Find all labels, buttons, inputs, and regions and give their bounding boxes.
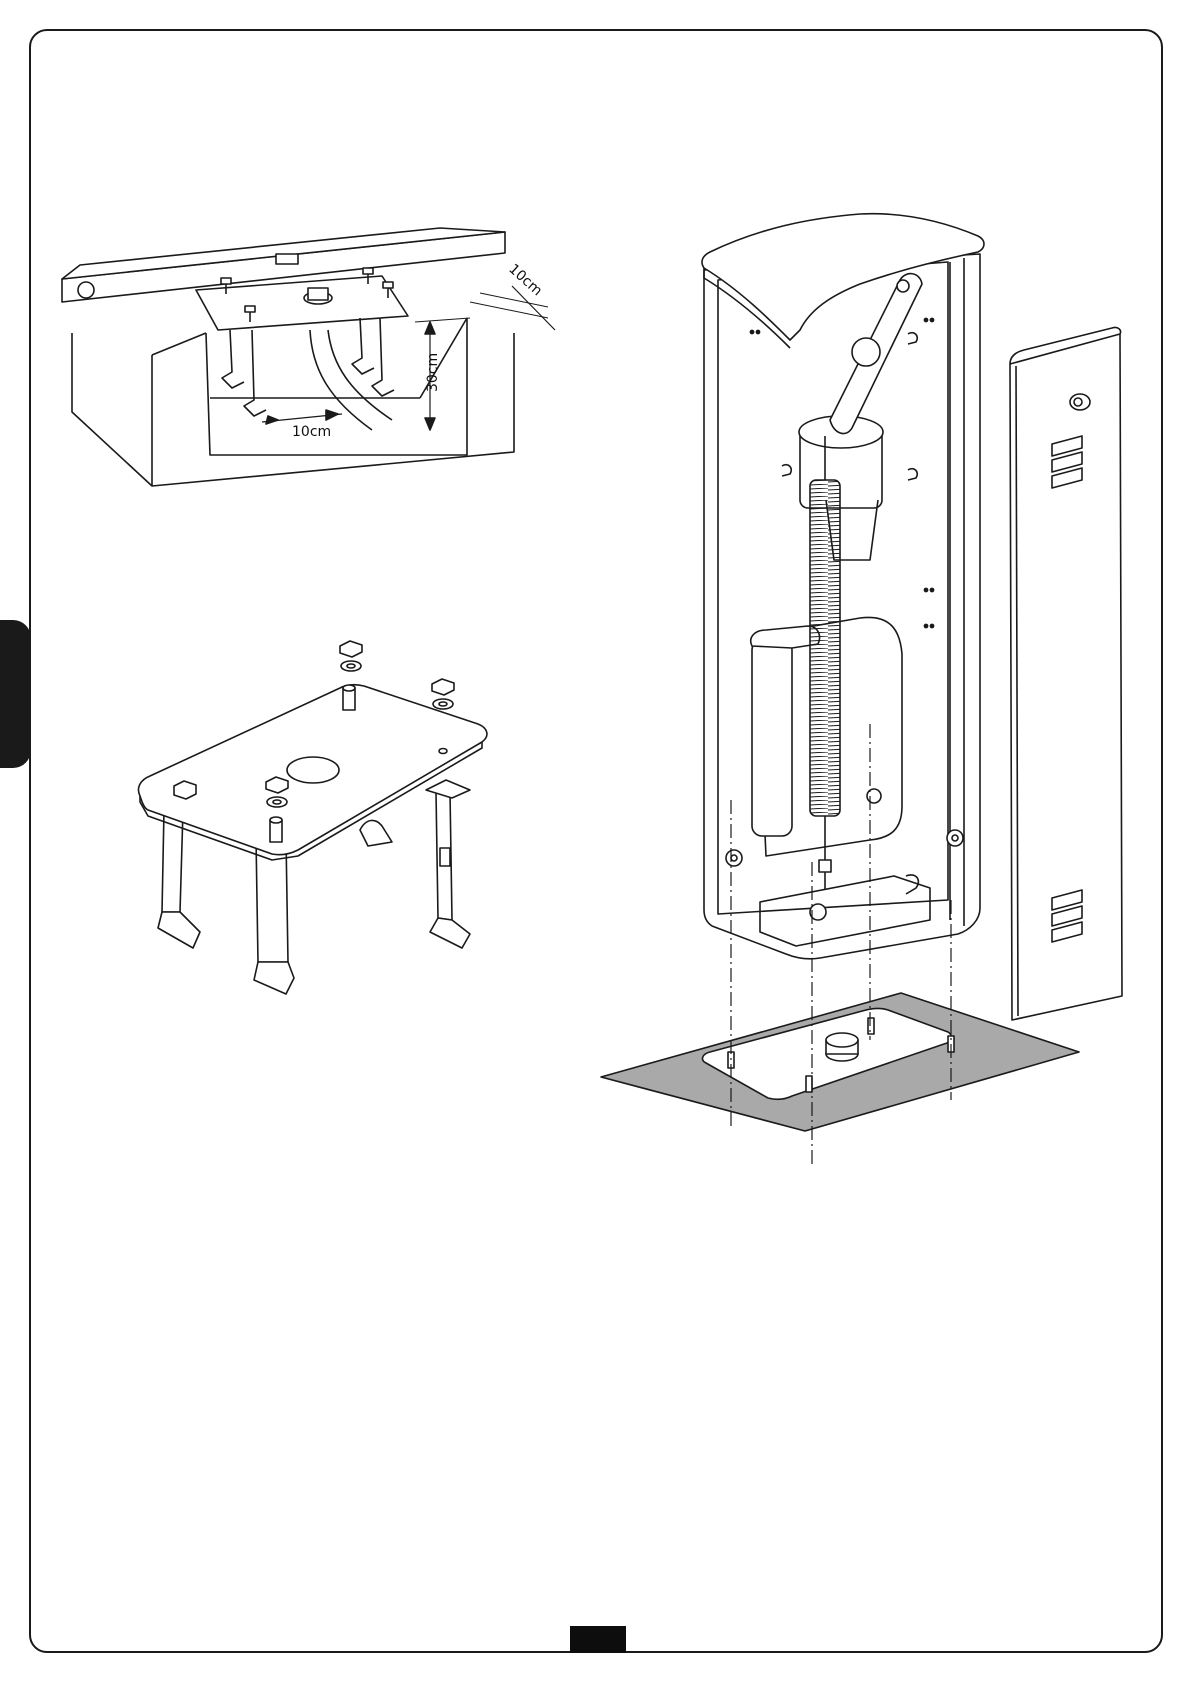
depth-label: 30cm (425, 353, 441, 392)
balancing-spring (810, 480, 840, 816)
pit-block (72, 333, 514, 486)
door-vents-bottom (1052, 890, 1082, 942)
plate-center-hole (287, 757, 339, 783)
foundation-pit-figure (62, 228, 555, 486)
door-vents-top (1052, 436, 1082, 488)
top-offset-label: 10cm (505, 261, 545, 299)
side-offset-label: 10cm (292, 424, 331, 440)
anchor-plate-figure (138, 641, 486, 994)
barrier-cabinet-figure (601, 214, 1122, 1131)
beam-end-hole (78, 282, 94, 298)
cabinet-body (704, 254, 980, 959)
